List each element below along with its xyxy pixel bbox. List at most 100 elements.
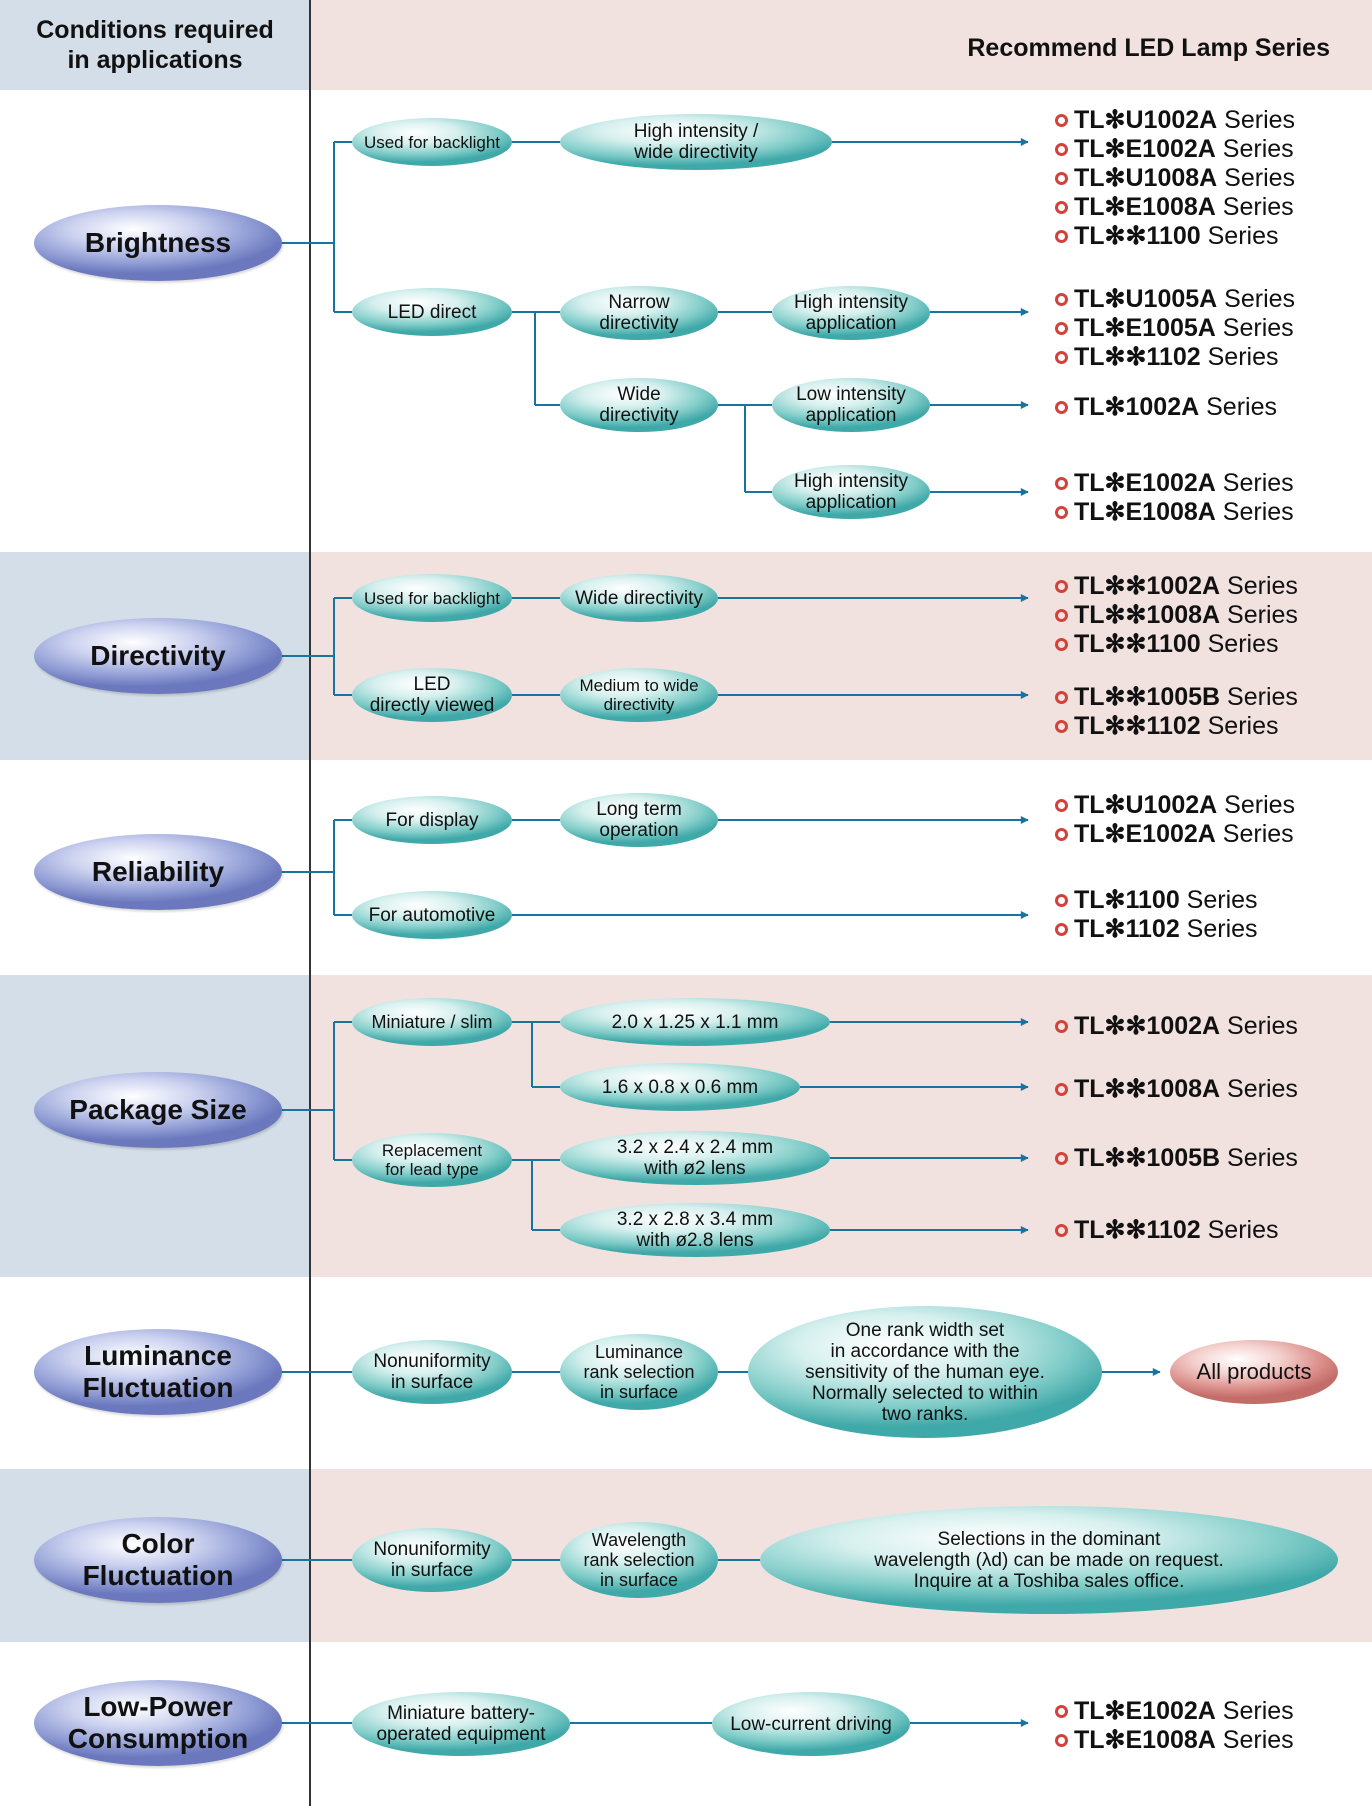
header-conditions: Conditions required in applications (0, 0, 310, 90)
node-wavelength-rank: Wavelength rank selection in surface (560, 1522, 718, 1598)
series-suffix: Series (1220, 601, 1298, 629)
condition-luminance-fluctuation: Luminance Fluctuation (34, 1329, 282, 1415)
node-narrow-directivity: Narrow directivity (560, 286, 718, 340)
series-suffix: Series (1215, 498, 1294, 526)
node-for-display: For display (352, 796, 512, 844)
result-list: TL✻✻1002A Series (1055, 1012, 1298, 1041)
node-dominant-wavelength-desc: Selections in the dominant wavelength (λ… (760, 1506, 1338, 1614)
result-series-item: TL✻E1008A Series (1055, 193, 1295, 222)
circle-bullet-icon (1055, 609, 1068, 622)
node-used-for-backlight: Used for backlight (352, 118, 512, 166)
result-series-item: TL✻E1002A Series (1055, 1697, 1294, 1726)
node-high-intensity-app: High intensity application (772, 286, 930, 340)
series-code: TL✻E1002A (1074, 820, 1216, 848)
node-label: 2.0 x 1.25 x 1.1 mm (611, 1011, 779, 1033)
result-list: TL✻1002A Series (1055, 393, 1277, 422)
node-label: 3.2 x 2.4 x 2.4 mm with ø2 lens (616, 1137, 774, 1179)
circle-bullet-icon (1055, 638, 1068, 651)
series-code: TL✻✻1005B (1074, 1144, 1221, 1172)
series-code: TL✻U1002A (1074, 106, 1218, 134)
node-long-term-operation: Long term operation (560, 793, 718, 847)
series-code: TL✻E1002A (1074, 1697, 1216, 1725)
result-series-item: TL✻✻1102 Series (1055, 1216, 1279, 1245)
circle-bullet-icon (1055, 351, 1068, 364)
series-code: TL✻✻1100 (1074, 222, 1201, 250)
node-replacement-lead: Replacement for lead type (352, 1133, 512, 1187)
series-code: TL✻U1005A (1074, 285, 1218, 313)
series-code: TL✻✻1005B (1074, 683, 1221, 711)
series-code: TL✻✻1002A (1074, 1012, 1221, 1040)
circle-bullet-icon (1055, 923, 1068, 936)
series-code: TL✻U1008A (1074, 164, 1218, 192)
node-low-intensity-app: Low intensity application (772, 378, 930, 432)
node-size-3228: 3.2 x 2.8 x 3.4 mm with ø2.8 lens (560, 1203, 830, 1257)
node-label: For automotive (368, 904, 496, 926)
node-label: 1.6 x 0.8 x 0.6 mm (601, 1076, 759, 1098)
header-recommend-text: Recommend LED Lamp Series (967, 34, 1330, 62)
node-label: Wavelength rank selection in surface (583, 1530, 695, 1590)
result-series-item: TL✻E1002A Series (1055, 820, 1295, 849)
circle-bullet-icon (1055, 1224, 1068, 1237)
series-suffix: Series (1200, 343, 1279, 371)
condition-low-power: Low-Power Consumption (34, 1680, 282, 1766)
result-series-item: TL✻E1008A Series (1055, 498, 1294, 527)
circle-bullet-icon (1055, 1734, 1068, 1747)
circle-bullet-icon (1055, 894, 1068, 907)
node-label: Used for backlight (363, 132, 501, 152)
node-battery-equipment: Miniature battery- operated equipment (352, 1692, 570, 1756)
condition-brightness-label: Brightness (84, 227, 232, 258)
condition-directivity: Directivity (34, 618, 282, 694)
result-series-item: TL✻E1005A Series (1055, 314, 1295, 343)
node-luminance-rank: Luminance rank selection in surface (560, 1334, 718, 1410)
node-label: Replacement for lead type (381, 1141, 483, 1179)
header-recommend: Recommend LED Lamp Series (310, 0, 1372, 90)
node-label: High intensity / wide directivity (633, 121, 759, 163)
result-series-item: TL✻✻1100 Series (1055, 222, 1295, 251)
series-suffix: Series (1217, 285, 1296, 313)
circle-bullet-icon (1055, 114, 1068, 127)
node-medium-to-wide: Medium to wide directivity (560, 668, 718, 722)
node-high-intensity-wide: High intensity / wide directivity (560, 114, 832, 170)
node-label: One rank width set in accordance with th… (805, 1319, 1045, 1425)
result-series-item: TL✻✻1008A Series (1055, 1075, 1298, 1104)
series-suffix: Series (1215, 193, 1294, 221)
condition-color-label: Color Fluctuation (82, 1528, 234, 1591)
series-suffix: Series (1200, 630, 1279, 658)
circle-bullet-icon (1055, 1020, 1068, 1033)
series-code: TL✻✻1100 (1074, 630, 1201, 658)
series-suffix: Series (1200, 222, 1279, 250)
result-series-item: TL✻✻1005B Series (1055, 683, 1298, 712)
node-wide-directivity: Wide directivity (560, 378, 718, 432)
result-series-item: TL✻E1008A Series (1055, 1726, 1294, 1755)
circle-bullet-icon (1055, 1083, 1068, 1096)
node-label: LED direct (387, 301, 477, 323)
node-size-2012: 2.0 x 1.25 x 1.1 mm (560, 998, 830, 1046)
result-series-item: TL✻E1002A Series (1055, 469, 1294, 498)
node-label: Wide directivity (599, 384, 679, 426)
series-suffix: Series (1217, 106, 1296, 134)
series-suffix: Series (1215, 469, 1294, 497)
node-low-current-driving: Low-current driving (712, 1692, 910, 1756)
circle-bullet-icon (1055, 799, 1068, 812)
node-high-intensity-app-2: High intensity application (772, 465, 930, 519)
result-list: TL✻✻1008A Series (1055, 1075, 1298, 1104)
circle-bullet-icon (1055, 143, 1068, 156)
result-series-item: TL✻✻1008A Series (1055, 601, 1298, 630)
result-series-item: TL✻1102 Series (1055, 915, 1258, 944)
series-code: TL✻E1008A (1074, 1726, 1216, 1754)
series-code: TL✻✻1002A (1074, 572, 1221, 600)
condition-brightness: Brightness (34, 205, 282, 281)
series-code: TL✻E1005A (1074, 314, 1216, 342)
result-series-item: TL✻U1002A Series (1055, 106, 1295, 135)
circle-bullet-icon (1055, 322, 1068, 335)
series-suffix: Series (1215, 314, 1294, 342)
series-code: TL✻E1002A (1074, 135, 1216, 163)
result-series-item: TL✻✻1002A Series (1055, 572, 1298, 601)
node-label: High intensity application (793, 471, 909, 513)
series-code: TL✻E1008A (1074, 193, 1216, 221)
circle-bullet-icon (1055, 580, 1068, 593)
result-list: TL✻✻1102 Series (1055, 1216, 1279, 1245)
